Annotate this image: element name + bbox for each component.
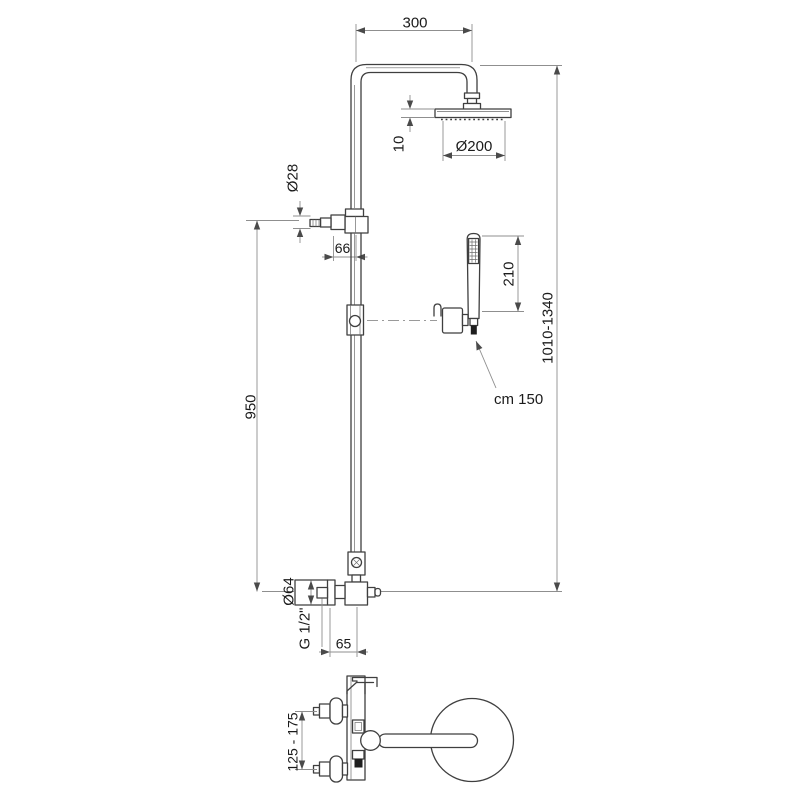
wall-escutcheon: [294, 579, 346, 606]
mixer-lever: [346, 676, 378, 695]
inlet-connection: [316, 586, 329, 599]
dim-handshower-length: 210: [482, 235, 524, 312]
handshower-spray-face: [467, 237, 480, 265]
diverter-pull: [354, 759, 363, 768]
hose-nipple: [470, 325, 477, 335]
riser-length-label: 950: [242, 394, 259, 419]
dim-diverter-offset: 66: [322, 235, 368, 261]
handshower-length-label: 210: [500, 261, 517, 286]
diverter-offset-label: 66: [335, 240, 351, 256]
dim-arm-reach: 300: [355, 15, 473, 62]
shower-arm: [350, 63, 478, 210]
riser-pipe: [350, 232, 362, 553]
riser-base-union: [344, 551, 382, 606]
head-thickness-label: 10: [390, 136, 407, 153]
connection-thread-label: G 1/2": [296, 607, 313, 649]
mixer-inlet-union-top: [312, 697, 349, 725]
mixer-spout: [360, 730, 479, 751]
slider-bracket: [346, 304, 365, 336]
arm-reach-label: 300: [402, 15, 427, 32]
dim-head-diameter: Ø200: [442, 121, 506, 161]
mixer-inlet-union-bottom: [312, 755, 349, 783]
mixer-body: [346, 675, 378, 781]
overall-height-label: 1010-1340: [539, 292, 556, 364]
dim-riser-length: 950: [242, 220, 299, 592]
dim-head-thickness: 10: [390, 95, 434, 152]
hose-length-label: cm 150: [494, 391, 543, 408]
thread-callout: G 1/2": [296, 598, 323, 650]
diverter-tee: [344, 208, 369, 234]
hose-length-callout: cm 150: [475, 340, 543, 408]
diverter-diameter-label: Ø28: [284, 164, 301, 192]
handshower-holder: [433, 303, 469, 334]
slider-knob: [348, 314, 362, 328]
hand-shower: [466, 232, 481, 335]
dim-wall-to-riser: 65: [319, 607, 368, 657]
spout-joint: [360, 730, 381, 751]
dim-overall-height: 1010-1340: [381, 65, 562, 592]
inlet-centers-label: 125 - 175: [284, 712, 300, 771]
escutcheon-diameter-label: Ø64: [280, 577, 297, 605]
head-plate: [434, 108, 512, 119]
head-diameter-label: Ø200: [456, 138, 493, 155]
diverter-knob: [309, 214, 346, 231]
dim-diverter-diameter: Ø28: [284, 164, 311, 243]
dim-escutcheon-diameter: Ø64: [280, 577, 315, 606]
shower-head: [434, 108, 512, 121]
dim-inlet-centers: 125 - 175: [284, 711, 317, 772]
head-connector: [462, 92, 482, 111]
wall-to-riser-label: 65: [336, 636, 352, 652]
